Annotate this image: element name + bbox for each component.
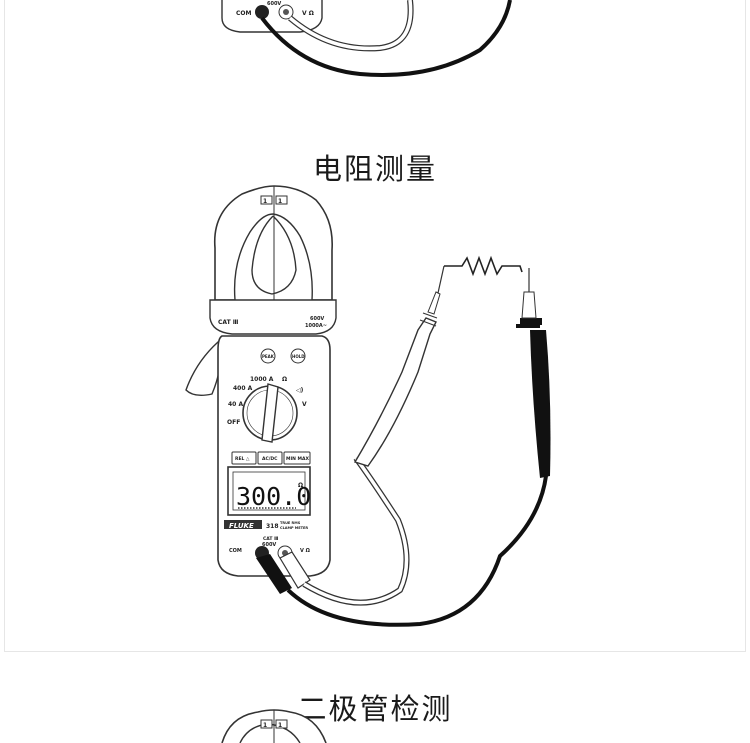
svg-text:REL △: REL △ <box>235 456 250 462</box>
top-meter-fragment: COM 600V V Ω <box>221 0 512 77</box>
top-terminal-rating: 600V <box>267 1 281 7</box>
top-terminal-com: COM <box>236 10 252 17</box>
black-probe <box>530 330 551 478</box>
lcd-unit: Ω <box>298 482 303 489</box>
peak-button <box>260 348 276 364</box>
section-title-diode: 二极管检测 <box>297 692 453 726</box>
terminal-rating: 600V <box>262 542 276 548</box>
minmax-key <box>283 451 311 465</box>
svg-text:TRUE RMS: TRUE RMS <box>280 521 301 525</box>
svg-text:PEAK: PEAK <box>262 354 275 359</box>
section-title-resistance: 电阻测量 <box>312 152 437 186</box>
top-terminal-vo: V Ω <box>302 10 314 17</box>
terminal-com: COM <box>229 548 242 554</box>
dial-pointer <box>261 383 279 443</box>
rating-a: 1000A~ <box>305 323 327 329</box>
resistance-illustration: 1 1 CAT Ⅲ 600V 1000A~ PEAK HOLD 1000 A 4… <box>185 185 551 627</box>
acdc-key <box>257 451 283 465</box>
terminal-vo: V Ω <box>300 548 311 554</box>
model-number: 318 <box>266 523 279 530</box>
white-probe <box>353 317 437 467</box>
jaw-trigger <box>185 341 223 397</box>
content-panel <box>4 0 746 652</box>
dial-40a: 40 A <box>228 401 243 408</box>
cat-label: CAT Ⅲ <box>218 319 239 326</box>
svg-text:HOLD: HOLD <box>292 354 305 359</box>
terminal-cat: CAT Ⅲ <box>263 536 278 542</box>
svg-text:◁): ◁) <box>296 387 304 394</box>
brand-logo: FLUKE <box>229 522 254 530</box>
svg-text:1: 1 <box>263 198 267 205</box>
resistor-symbol <box>444 255 523 277</box>
dial-1000a: 1000 A <box>250 376 274 383</box>
svg-text:MIN MAX: MIN MAX <box>286 456 309 462</box>
svg-text:AC/DC: AC/DC <box>262 456 278 462</box>
dial-off: OFF <box>227 419 240 426</box>
rel-key <box>231 451 257 465</box>
hold-button <box>290 348 306 364</box>
svg-text:CLAMP METER: CLAMP METER <box>280 526 308 530</box>
rating-v: 600V <box>310 316 324 322</box>
black-lead-wire <box>286 475 548 627</box>
lcd-reading: 300.0 <box>236 482 311 511</box>
dial-ohm: Ω <box>282 376 287 383</box>
dial-v: V <box>302 401 307 408</box>
svg-text:1: 1 <box>278 198 282 205</box>
dial-400a: 400 A <box>233 385 253 392</box>
